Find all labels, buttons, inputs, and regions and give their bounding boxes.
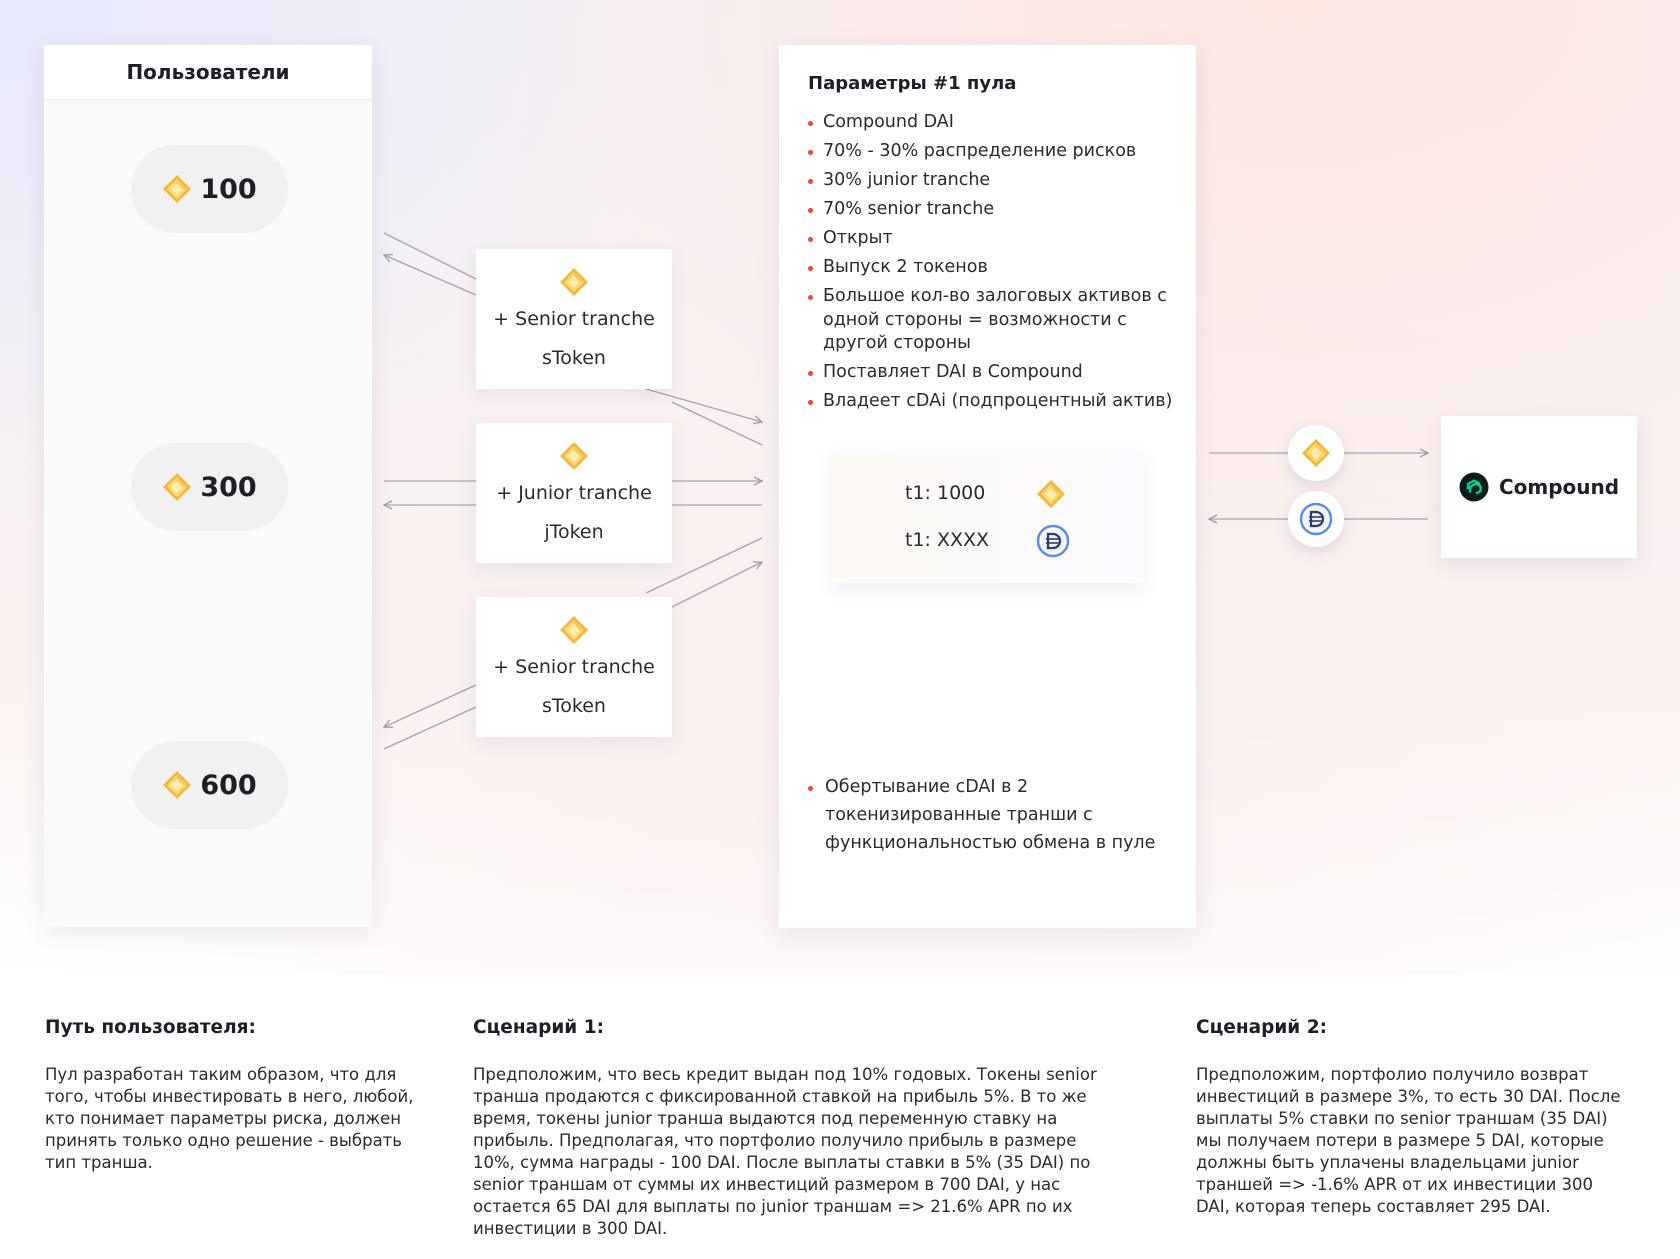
gold-diamond-coin-icon [163, 771, 192, 799]
gold-diamond-coin-icon [560, 616, 588, 644]
gold-diamond-coin-icon [1302, 439, 1330, 467]
balance-row: t1: 1000 [905, 482, 986, 504]
pool-params-list: Compound DAI 70% - 30% распределение рис… [808, 111, 1183, 419]
pool-param: Compound DAI [808, 111, 1183, 135]
tranche-label: + Senior tranche [493, 656, 655, 678]
pool-param: Поставляет DAI в Compound [808, 361, 1183, 385]
section-heading: Сценарий 1: [473, 1017, 604, 1038]
tranche-token: jToken [544, 521, 604, 543]
tranche-token: sToken [542, 347, 606, 369]
tranche-card-senior: + Senior tranche sToken [476, 249, 672, 389]
users-title: Пользователи [44, 45, 372, 100]
pool-param: 30% junior tranche [808, 169, 1183, 193]
user-amount-pill: 300 [131, 443, 288, 531]
pool-param: Открыт [808, 227, 1183, 251]
scenario2-section: Сценарий 2: Предположим, портфолио получ… [1196, 1017, 1632, 1218]
section-heading: Путь пользователя: [45, 1017, 256, 1038]
user-amount-pill: 100 [131, 145, 288, 233]
gold-diamond-coin-icon [1037, 480, 1065, 508]
section-heading: Сценарий 2: [1196, 1017, 1327, 1038]
user-amount: 100 [200, 173, 257, 205]
coin-circle [1288, 491, 1344, 547]
dai-coin-icon [1299, 502, 1333, 536]
section-text: Предположим, что весь кредит выдан под 1… [473, 1065, 1097, 1238]
pool-param: Выпуск 2 токенов [808, 256, 1183, 280]
pool-balance-card: t1: 1000 t1: XXXX [831, 452, 1144, 583]
gold-diamond-coin-icon [163, 473, 192, 501]
pool-param: Большое кол-во залоговых активов с одной… [808, 285, 1183, 356]
gold-diamond-coin-icon [163, 175, 192, 203]
section-text: Предположим, портфолио получило возврат … [1196, 1065, 1621, 1216]
compound-logo-icon [1459, 472, 1489, 502]
section-text: Пул разработан таким образом, что для то… [45, 1065, 414, 1172]
user-path-section: Путь пользователя: Пул разработан таким … [45, 1017, 415, 1174]
user-amount-pill: 600 [131, 741, 288, 829]
gold-diamond-coin-icon [560, 442, 588, 470]
gold-diamond-coin-icon [560, 268, 588, 296]
tranche-label: + Senior tranche [493, 308, 655, 330]
pool-param: 70% senior tranche [808, 198, 1183, 222]
compound-box: Compound [1441, 416, 1637, 558]
compound-label: Compound [1498, 475, 1620, 499]
pool-param: Владеет cDAi (подпроцентный актив) [808, 390, 1183, 414]
users-panel: Пользователи 100 300 600 [44, 45, 372, 927]
tranche-token: sToken [542, 695, 606, 717]
scenario1-section: Сценарий 1: Предположим, что весь кредит… [473, 1017, 1113, 1240]
wrap-note: Обертывание cDAI в 2 токенизированные тр… [808, 773, 1183, 857]
flow-arrows [0, 232, 1680, 750]
user-amount: 600 [200, 769, 257, 801]
tranche-card-junior: + Junior tranche jToken [476, 423, 672, 563]
balance-row: t1: XXXX [905, 529, 990, 551]
tranche-label: + Junior tranche [496, 482, 652, 504]
dai-coin-icon [1036, 524, 1070, 558]
tranche-card-senior: + Senior tranche sToken [476, 597, 672, 737]
pool-params-panel: Параметры #1 пула Compound DAI 70% - 30%… [779, 45, 1196, 928]
pool-title: Параметры #1 пула [808, 73, 1017, 94]
pool-param: 70% - 30% распределение рисков [808, 140, 1183, 164]
user-amount: 300 [200, 471, 257, 503]
coin-circle [1288, 425, 1344, 481]
